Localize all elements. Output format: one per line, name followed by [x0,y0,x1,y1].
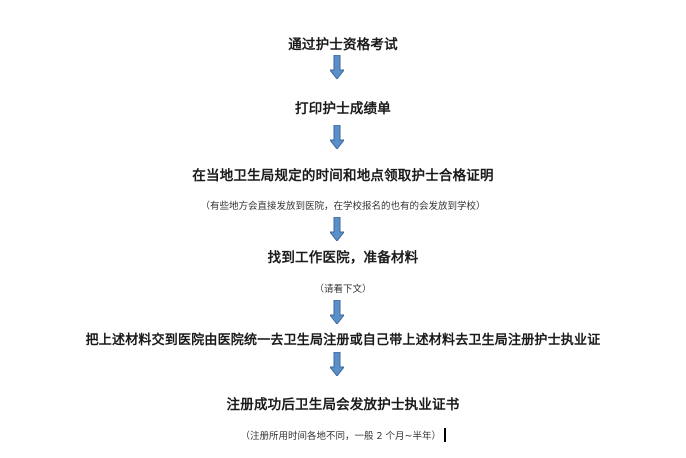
down-arrow-icon [330,352,344,376]
step-6-note: （注册所用时间各地不同，一般 2 个月~半年） [240,431,442,442]
down-arrow-icon [330,125,344,149]
down-arrow-icon [330,217,344,241]
down-arrow-icon [330,300,344,324]
text-cursor [444,428,446,442]
step-3-note: （有些地方会直接发放到医院，在学校报名的也有的会发放到学校） [200,201,486,212]
down-arrow-icon [330,55,344,79]
step-6-note-line: （注册所用时间各地不同，一般 2 个月~半年） [0,428,686,442]
step-2-print-transcript: 打印护士成绩单 [295,101,391,117]
step-4-note: （请看下文） [314,284,372,295]
step-6-receive-license: 注册成功后卫生局会发放护士执业证书 [226,397,460,413]
step-1-pass-exam: 通过护士资格考试 [288,37,398,53]
step-4-find-hospital: 找到工作医院，准备材料 [267,250,419,266]
step-5-submit-registration: 把上述材料交到医院由医院统一去卫生局注册或自己带上述材料去卫生局注册护士执业证 [85,333,601,348]
step-3-collect-certificate: 在当地卫生局规定的时间和地点领取护士合格证明 [192,168,494,184]
